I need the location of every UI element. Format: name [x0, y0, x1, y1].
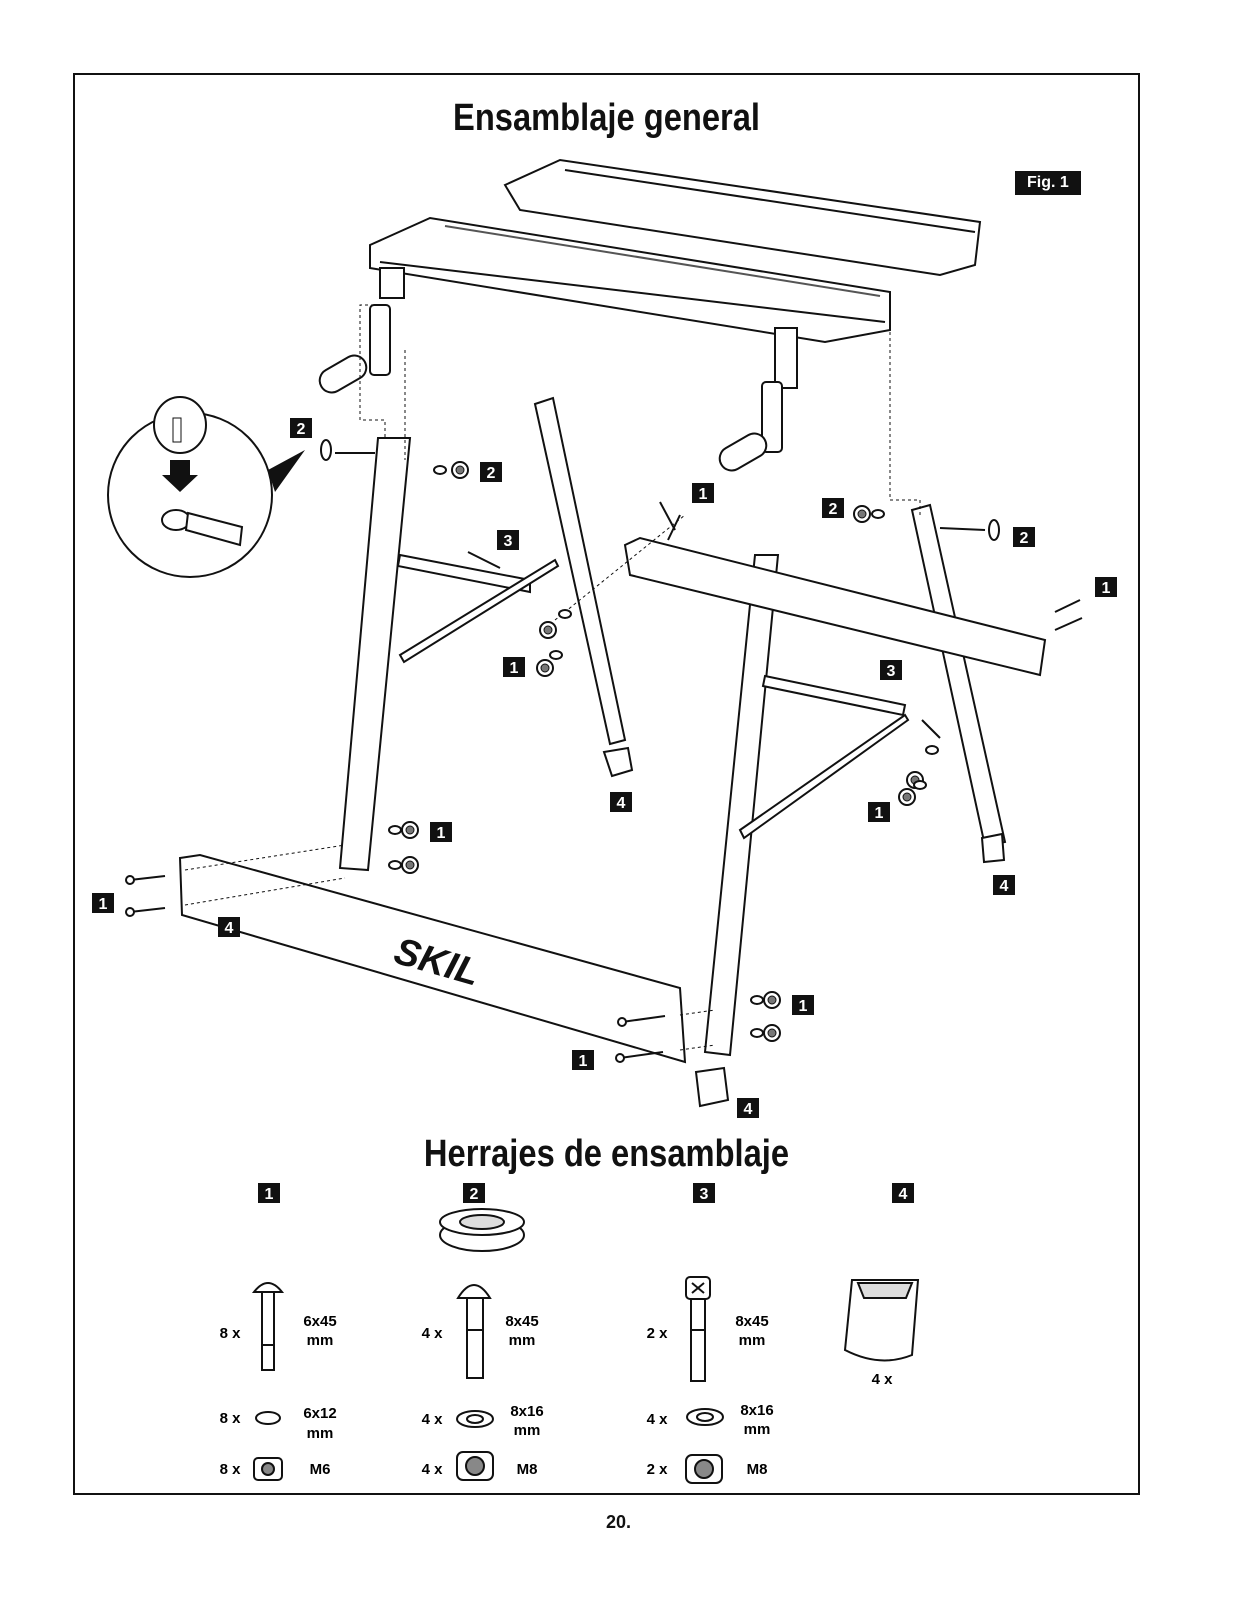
hardware-title: Herrajes de ensamblaje	[423, 1133, 790, 1175]
hw3-bolt-qty: 2 x	[647, 1325, 669, 1342]
hw2-washer-unit: mm	[514, 1422, 541, 1439]
left-front-leg	[338, 437, 412, 872]
figure-label: Fig. 1	[1015, 171, 1081, 195]
crank-handle-left	[318, 304, 391, 394]
hw2-bolt-qty: 4 x	[422, 1325, 444, 1342]
hw1-bolt-unit: mm	[307, 1332, 334, 1349]
hw3-washer-unit: mm	[744, 1421, 771, 1438]
hw3-bolt-size: 8x45	[735, 1313, 768, 1330]
front-rail: SKIL	[178, 853, 687, 1064]
hw1-bolt-size: 6x45	[303, 1313, 336, 1330]
hw4-foot-qty: 4 x	[872, 1371, 894, 1388]
hw2-nut-size: M8	[517, 1461, 538, 1478]
hw2-washer-size: 8x16	[510, 1403, 543, 1420]
rear-crossbar	[623, 536, 1047, 677]
hw2-bolt-unit: mm	[509, 1332, 536, 1349]
right-rear-leg	[910, 503, 1007, 848]
worktop	[369, 158, 982, 389]
hw1-nut-size: M6	[310, 1461, 331, 1478]
right-front-leg	[703, 554, 780, 1057]
detail-inset	[107, 396, 305, 578]
hw1-washer-size: 6x12	[303, 1405, 336, 1422]
hw3-washer-qty: 4 x	[647, 1411, 669, 1428]
hw3-nut-qty: 2 x	[647, 1461, 669, 1478]
hw3-bolt-unit: mm	[739, 1332, 766, 1349]
hw1-washer-unit: mm	[307, 1425, 334, 1442]
hw3-washer-size: 8x16	[740, 1402, 773, 1419]
hardware-section: 8 x 6x45 mm 8 x 6x12 mm 8 x M6 4 x 8x45 …	[220, 1183, 920, 1484]
hw1-washer-qty: 8 x	[220, 1410, 242, 1427]
hw1-nut-qty: 8 x	[220, 1461, 242, 1478]
hw3-nut-size: M8	[747, 1461, 768, 1478]
left-rear-leg	[533, 396, 627, 746]
page-frame: Ensamblaje general Fig. 1 Herrajes de en…	[73, 73, 1140, 1495]
hw2-nut-qty: 4 x	[422, 1461, 444, 1478]
hw1-bolt-qty: 8 x	[220, 1325, 242, 1342]
page-number: 20.	[605, 1512, 632, 1532]
hw2-bolt-size: 8x45	[505, 1313, 538, 1330]
crank-handle-right	[718, 381, 783, 472]
alignment-lines	[184, 304, 921, 1051]
rubber-foot-icon	[843, 1279, 920, 1362]
hw2-washer-qty: 4 x	[422, 1411, 444, 1428]
fasteners	[125, 439, 1083, 1063]
braces	[396, 553, 910, 840]
page-title: Ensamblaje general	[453, 97, 760, 139]
feet	[602, 746, 1006, 1108]
